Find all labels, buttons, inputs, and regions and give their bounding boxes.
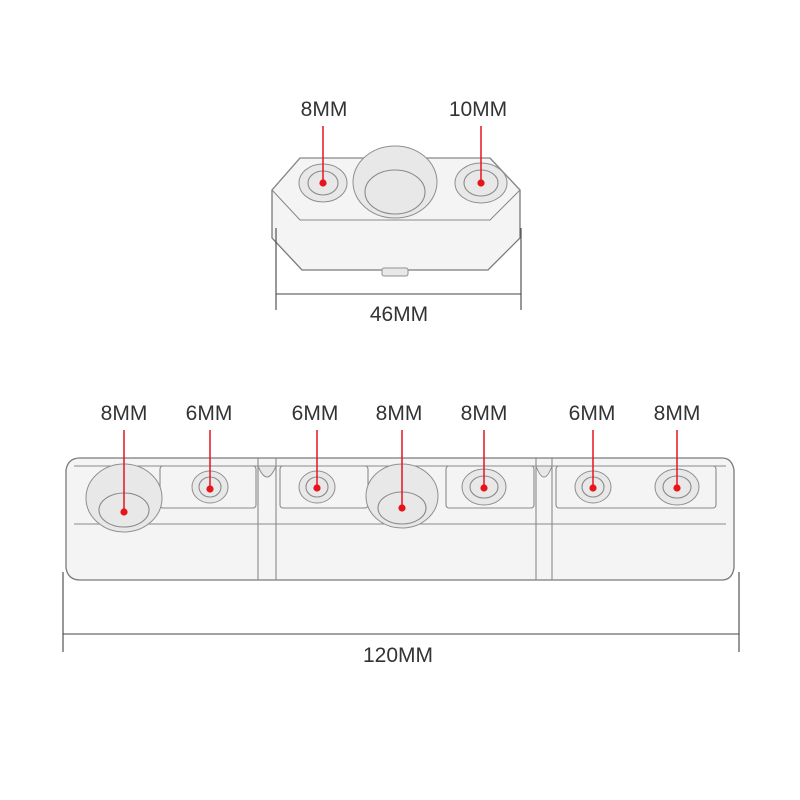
- hole-marker: [589, 484, 597, 492]
- hole-marker: [313, 484, 321, 492]
- width-dimension: 46MM: [275, 228, 522, 326]
- hole-marker: [319, 179, 327, 187]
- width-dimension-label: 46MM: [370, 303, 428, 326]
- bar-hole-label: 8MM: [654, 402, 701, 425]
- clamp-center-bore-inner: [364, 169, 426, 215]
- hole-marker: [477, 179, 485, 187]
- clamp-bottom-tab: [381, 267, 409, 277]
- hole-marker: [120, 508, 128, 516]
- clamp-block-top-face: [271, 157, 521, 221]
- bar-hole-label: 6MM: [292, 402, 339, 425]
- clamp-center-bore: [352, 145, 438, 219]
- mounting-bar: 8MM 6MM 6MM 8MM 8MM 6MM 8MM: [65, 402, 735, 581]
- length-dimension: 120MM: [62, 572, 740, 667]
- hole-marker: [480, 484, 488, 492]
- bar-hole-label: 8MM: [376, 402, 423, 425]
- top-hole-label-8mm: 8MM: [301, 98, 348, 121]
- bar-hole-label: 6MM: [569, 402, 616, 425]
- bar-grooves: [257, 458, 553, 580]
- bar-hole-label: 6MM: [186, 402, 233, 425]
- clamp-block: 8MM 10MM: [271, 98, 521, 277]
- bar-hole-labels: 8MM 6MM 6MM 8MM 8MM 6MM 8MM: [101, 402, 701, 425]
- hole-marker: [398, 504, 406, 512]
- bar-leaders: [120, 430, 681, 516]
- bar-hole-label: 8MM: [461, 402, 508, 425]
- bar-hole-label: 8MM: [101, 402, 148, 425]
- bar-pocket-frame: [555, 465, 717, 509]
- top-hole-label-10mm: 10MM: [449, 98, 507, 121]
- hole-marker: [206, 485, 214, 493]
- hole-marker: [673, 484, 681, 492]
- bar-pocket-frame: [445, 465, 535, 509]
- length-dimension-label: 120MM: [363, 644, 433, 667]
